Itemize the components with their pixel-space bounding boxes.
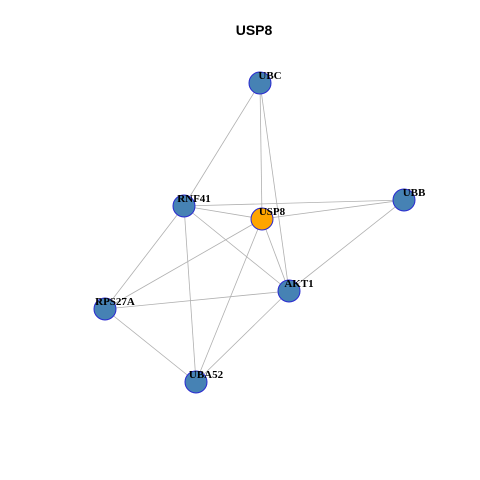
edge-akt1-uba52 <box>195 290 290 383</box>
edges-layer <box>104 82 405 383</box>
edge-rnf41-uba52 <box>183 205 197 383</box>
node-usp8[interactable] <box>250 207 274 231</box>
edge-usp8-rps27a <box>104 218 263 310</box>
edge-usp8-ubb <box>261 199 405 220</box>
edge-ubb-akt1 <box>288 199 405 292</box>
node-label-uba52: UBA52 <box>189 369 224 381</box>
edge-rps27a-uba52 <box>104 308 197 383</box>
edge-rnf41-ubb <box>183 199 405 207</box>
edge-ubc-rnf41 <box>183 82 261 207</box>
node-ubb[interactable] <box>392 188 416 212</box>
edge-usp8-akt1 <box>261 218 290 292</box>
edge-rnf41-usp8 <box>183 205 263 220</box>
edge-rnf41-rps27a <box>104 205 185 310</box>
edge-ubc-akt1 <box>259 82 290 292</box>
node-uba52[interactable] <box>184 370 208 394</box>
edge-usp8-uba52 <box>195 218 263 383</box>
node-akt1[interactable] <box>277 279 301 303</box>
node-ubc[interactable] <box>248 71 272 95</box>
node-label-ubc: UBC <box>258 70 281 82</box>
node-label-rnf41: RNF41 <box>177 193 211 205</box>
edge-ubc-usp8 <box>259 82 263 220</box>
node-label-ubb: UBB <box>403 187 426 199</box>
edge-rnf41-akt1 <box>183 205 290 292</box>
graph-title: USP8 <box>236 22 273 38</box>
node-label-usp8: USP8 <box>259 206 286 218</box>
edge-akt1-rps27a <box>104 290 290 310</box>
node-label-rps27a: RPS27A <box>95 296 135 308</box>
nodes-layer <box>93 71 416 394</box>
node-rnf41[interactable] <box>172 194 196 218</box>
node-rps27a[interactable] <box>93 297 117 321</box>
node-label-akt1: AKT1 <box>284 278 313 290</box>
